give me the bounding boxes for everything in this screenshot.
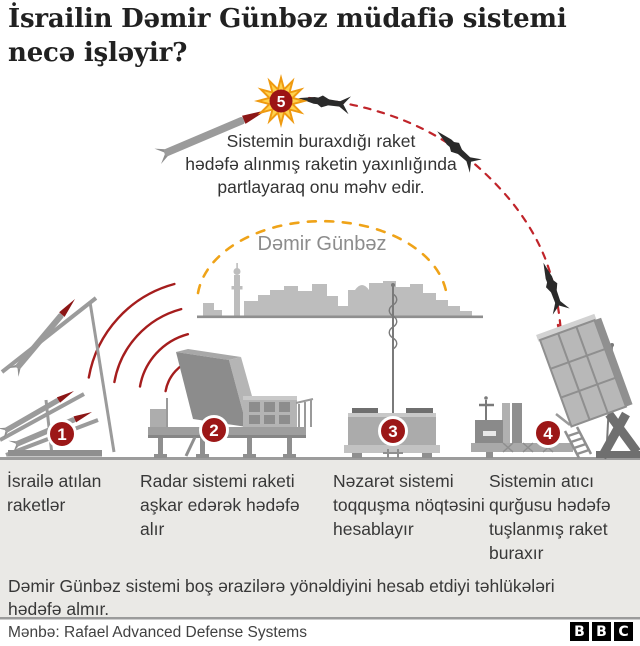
step-5-number: 5 [277, 94, 286, 111]
intercept-description-line: Sistemin buraxdığı raket [226, 131, 416, 151]
svg-text:1: 1 [57, 425, 66, 444]
step-label-2: Radar sistemi raketi aşkar edərək hədəfə… [140, 471, 300, 539]
label-band [0, 458, 640, 617]
step-label-4: Sistemin atıcı qurğusu hədəfə tuşlanmış … [489, 471, 611, 563]
svg-text:4: 4 [543, 424, 553, 443]
interceptor-missile-low [534, 259, 570, 315]
footer: Mənbə: Rafael Advanced Defense Systems B… [0, 620, 640, 646]
step-badge-1: 1 [47, 419, 77, 449]
intercept-description-line: hədəfə alınmış raketin yaxınlığında [185, 154, 457, 174]
launcher-illustration [471, 313, 640, 460]
bbc-logo-letter: B [592, 622, 611, 641]
step-badge-3: 3 [378, 416, 408, 446]
svg-text:3: 3 [388, 422, 397, 441]
bbc-logo: B B C [570, 622, 633, 641]
step-badge-2: 2 [199, 415, 229, 445]
explosion-badge: 5 [254, 74, 308, 128]
city-skyline-illustration [197, 263, 483, 319]
page-title: İsrailin Dəmir Günbəz müdafiə sistemi ne… [8, 4, 567, 68]
footer-divider [0, 617, 640, 620]
dome-label: Dəmir Günbəz [257, 233, 387, 255]
enemy-rocket-in-flight-low [8, 294, 81, 377]
svg-text:2: 2 [209, 421, 218, 440]
intercept-description-line: partlayaraq onu məhv edir. [217, 177, 425, 197]
intercept-description: Sistemin buraxdığı raket hədəfə alınmış … [160, 130, 482, 199]
step-label-1: İsrailə atılan raketlər [7, 471, 102, 515]
bbc-logo-letter: C [614, 622, 633, 641]
step-badge-4: 4 [533, 418, 563, 448]
bbc-logo-letter: B [570, 622, 589, 641]
footnote: Dəmir Günbəz sistemi boş ərazilərə yönəl… [8, 576, 555, 619]
radar-illustration [148, 349, 314, 458]
radar-waves [87, 282, 196, 393]
dome-arc [196, 219, 448, 295]
source-text: Mənbə: Rafael Advanced Defense Systems [8, 624, 307, 641]
step-label-3: Nəzarət sistemi toqquşma nöqtəsini hesab… [333, 471, 485, 539]
